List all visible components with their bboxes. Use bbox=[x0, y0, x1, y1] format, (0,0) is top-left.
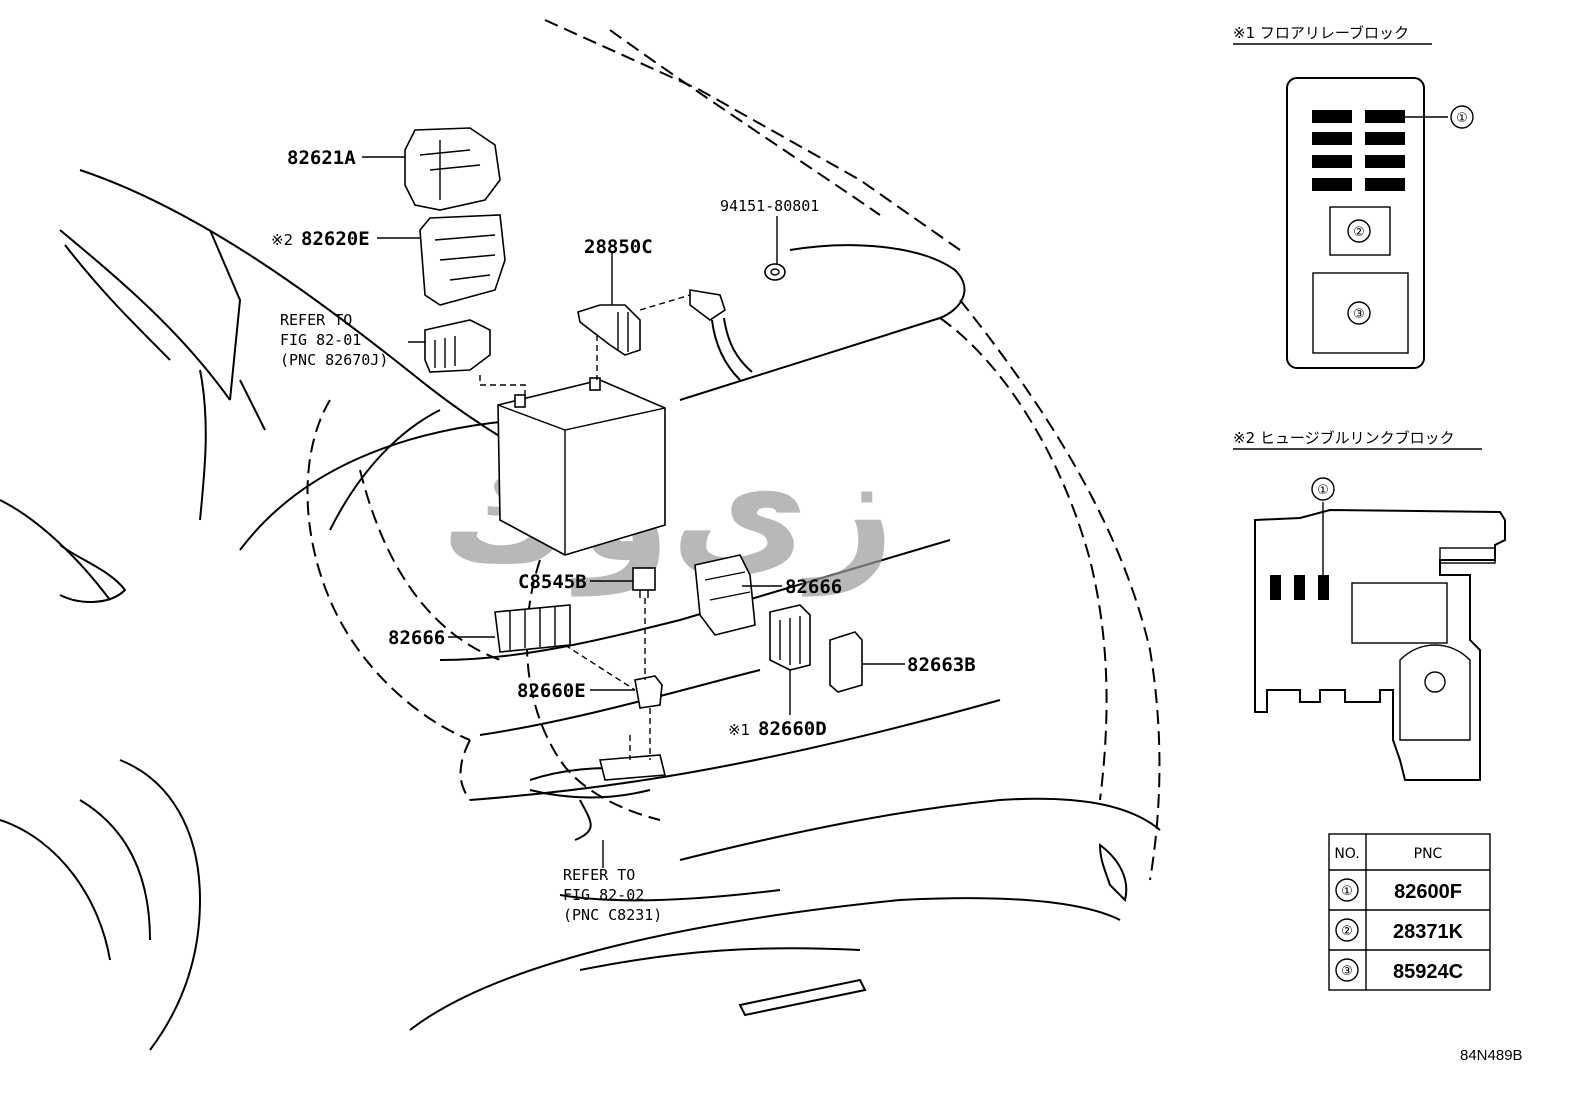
pnc-row-no: ① bbox=[1341, 884, 1353, 899]
inset-floor-relay-block: ※1 フロアリレーブロック ① ② ③ bbox=[1233, 24, 1474, 369]
part-82621a-cover bbox=[404, 127, 501, 211]
part-82663b-cover bbox=[829, 631, 863, 693]
relay-slot-2 bbox=[1329, 206, 1391, 256]
inset-fusible-link-block: ※2 ヒュージブルリンクブロック ① bbox=[1233, 429, 1506, 781]
pnc-table-header-pnc: PNC bbox=[1414, 846, 1443, 862]
assembly-lines bbox=[479, 294, 691, 760]
part-c8231-wire-harness bbox=[529, 754, 667, 841]
battery bbox=[497, 377, 666, 556]
inset1-title: ※1 フロアリレーブロック bbox=[1233, 24, 1409, 42]
label-82666-left: 82666 bbox=[388, 627, 445, 649]
inset2-callout-1: ① bbox=[1317, 483, 1329, 498]
label-94151-80801: 94151-80801 bbox=[720, 197, 819, 215]
relay-slot-3 bbox=[1312, 272, 1409, 354]
label-82620e: 82620E bbox=[301, 228, 370, 250]
part-94151-nut bbox=[764, 263, 786, 281]
label-82660d-mark: ※1 bbox=[728, 721, 750, 739]
label-refer1-line1: REFER TO bbox=[280, 311, 352, 329]
label-82621a: 82621A bbox=[287, 147, 356, 169]
label-82660e: 82660E bbox=[517, 680, 586, 702]
leader-lines bbox=[362, 156, 905, 868]
part-28850c-clamp bbox=[577, 304, 641, 356]
label-refer2-line1: REFER TO bbox=[563, 866, 635, 884]
label-refer2-line3: (PNC C8231) bbox=[563, 906, 662, 924]
pnc-table: NO. PNC ① 82600F ② 28371K ③ 85924C bbox=[1328, 833, 1491, 991]
part-82666-bracket-left bbox=[494, 604, 571, 653]
label-c8545b: C8545B bbox=[518, 571, 587, 593]
inset1-callout-2: ② bbox=[1353, 225, 1365, 240]
figure-code: 84N489B bbox=[1460, 1047, 1523, 1064]
relay-fuse-slots bbox=[1312, 110, 1405, 191]
table-row: ③ 85924C bbox=[1335, 958, 1463, 983]
label-82663b: 82663B bbox=[907, 654, 976, 676]
label-82660d: 82660D bbox=[758, 718, 827, 740]
pnc-row-value: 82600F bbox=[1394, 881, 1462, 903]
label-refer1-line3: (PNC 82670J) bbox=[280, 351, 388, 369]
label-refer2-line2: FIG 82-02 bbox=[563, 886, 644, 904]
table-row: ② 28371K bbox=[1335, 918, 1464, 943]
part-82620e-block bbox=[419, 214, 506, 306]
inset1-callout-1: ① bbox=[1456, 111, 1468, 126]
pnc-row-no: ③ bbox=[1341, 964, 1353, 979]
label-82620e-mark: ※2 bbox=[271, 231, 293, 249]
part-82660e-clip bbox=[634, 675, 663, 709]
inset1-callout-3: ③ bbox=[1353, 307, 1365, 322]
part-82670j-terminal bbox=[424, 319, 491, 373]
table-row: ① 82600F bbox=[1335, 878, 1462, 903]
part-labels: 82621A ※2 82620E REFER TO FIG 82-01 (PNC… bbox=[271, 147, 976, 924]
part-82666-bracket-top bbox=[694, 554, 756, 636]
pnc-table-header-no: NO. bbox=[1334, 846, 1359, 862]
relay-block-outline bbox=[1286, 77, 1425, 369]
part-battery-cable bbox=[689, 289, 753, 381]
label-refer1-line2: FIG 82-01 bbox=[280, 331, 361, 349]
label-82666-top: 82666 bbox=[785, 576, 842, 598]
part-82660d-block bbox=[769, 604, 811, 671]
pnc-row-value: 28371K bbox=[1393, 921, 1464, 943]
pnc-row-no: ② bbox=[1341, 924, 1353, 939]
pnc-row-value: 85924C bbox=[1393, 961, 1463, 983]
label-28850c: 28850C bbox=[584, 236, 653, 258]
fusible-link-outline bbox=[1254, 508, 1506, 781]
part-c8545b-relay bbox=[632, 567, 656, 598]
inset2-title: ※2 ヒュージブルリンクブロック bbox=[1233, 429, 1455, 447]
